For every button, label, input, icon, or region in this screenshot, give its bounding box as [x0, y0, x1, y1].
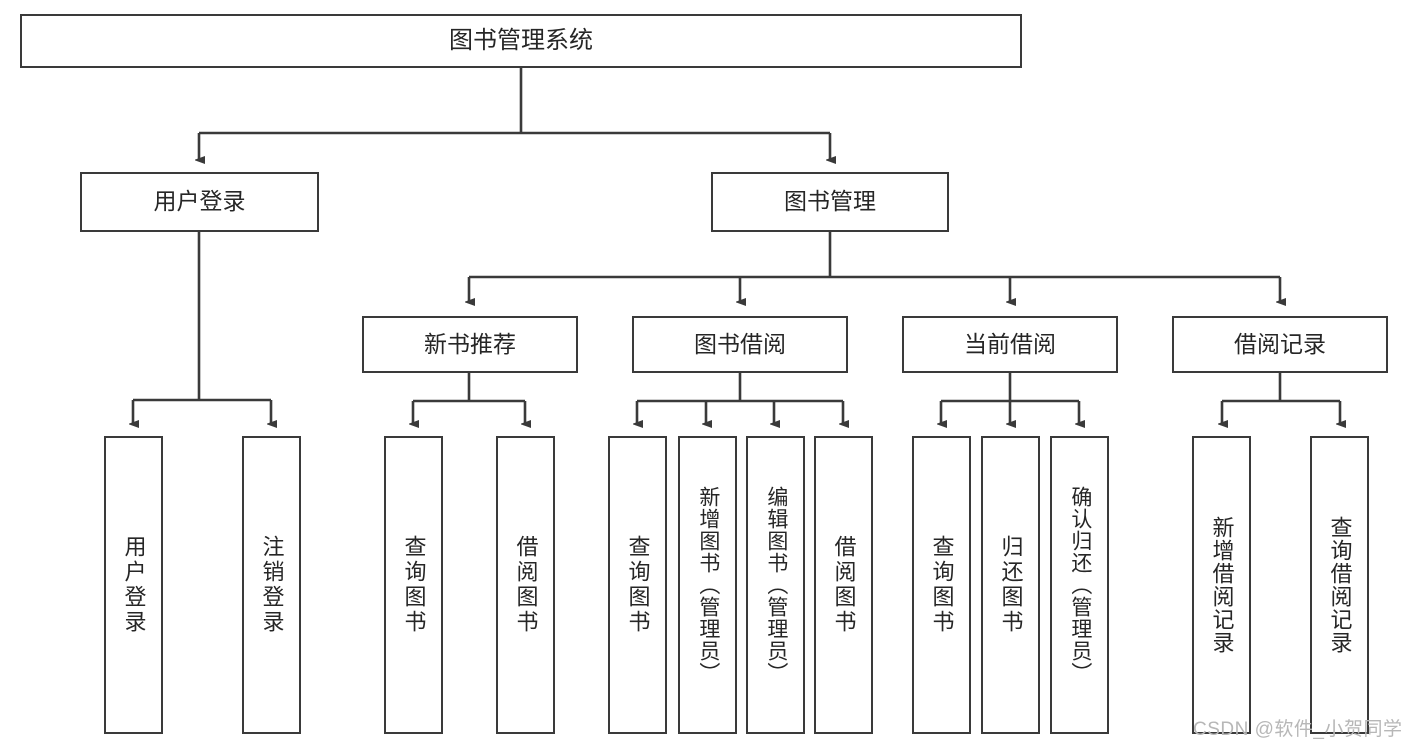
- node-label: 图书借阅: [694, 330, 786, 357]
- leaf-add-book-admin[interactable]: 新增图书（管理员）: [678, 436, 737, 734]
- leaf-add-borrow-record[interactable]: 新增借阅记录: [1192, 436, 1251, 734]
- node-label: 注销登录: [259, 535, 285, 635]
- node-book-manage[interactable]: 图书管理: [711, 172, 949, 232]
- node-label: 归还图书: [998, 535, 1024, 635]
- node-label: 图书管理系统: [449, 26, 593, 54]
- node-label: 借阅图书: [831, 535, 857, 635]
- node-label: 确认归还（管理员）: [1068, 486, 1092, 684]
- node-label: 用户登录: [153, 188, 246, 215]
- node-current-borrow[interactable]: 当前借阅: [902, 316, 1118, 373]
- node-label: 查询图书: [929, 535, 955, 635]
- leaf-confirm-return-admin[interactable]: 确认归还（管理员）: [1050, 436, 1109, 734]
- node-book-borrow[interactable]: 图书借阅: [632, 316, 848, 373]
- node-label: 查询借阅记录: [1327, 516, 1353, 654]
- node-root-book-management-system[interactable]: 图书管理系统: [20, 14, 1022, 68]
- node-label: 查询图书: [625, 535, 651, 635]
- node-user-login[interactable]: 用户登录: [80, 172, 319, 232]
- leaf-return-book[interactable]: 归还图书: [981, 436, 1040, 734]
- node-label: 编辑图书（管理员）: [764, 486, 788, 684]
- node-label: 用户登录: [121, 535, 147, 635]
- node-label: 新书推荐: [424, 330, 516, 357]
- leaf-query-book-current[interactable]: 查询图书: [912, 436, 971, 734]
- leaf-user-login[interactable]: 用户登录: [104, 436, 163, 734]
- leaf-query-book-borrow[interactable]: 查询图书: [608, 436, 667, 734]
- node-label: 当前借阅: [964, 330, 1056, 357]
- leaf-borrow-book[interactable]: 借阅图书: [814, 436, 873, 734]
- node-new-book-recommend[interactable]: 新书推荐: [362, 316, 578, 373]
- leaf-query-borrow-record[interactable]: 查询借阅记录: [1310, 436, 1369, 734]
- node-label: 新增图书（管理员）: [696, 486, 720, 684]
- node-label: 图书管理: [784, 188, 876, 215]
- leaf-edit-book-admin[interactable]: 编辑图书（管理员）: [746, 436, 805, 734]
- leaf-query-book-recommend[interactable]: 查询图书: [384, 436, 443, 734]
- node-label: 查询图书: [401, 535, 427, 635]
- node-borrow-record[interactable]: 借阅记录: [1172, 316, 1388, 373]
- node-label: 借阅图书: [513, 535, 539, 635]
- node-label: 借阅记录: [1234, 330, 1326, 357]
- watermark-csdn: CSDN @软件_小贺同学: [1193, 719, 1403, 740]
- leaf-borrow-book-recommend[interactable]: 借阅图书: [496, 436, 555, 734]
- leaf-user-logout[interactable]: 注销登录: [242, 436, 301, 734]
- node-label: 新增借阅记录: [1209, 516, 1235, 654]
